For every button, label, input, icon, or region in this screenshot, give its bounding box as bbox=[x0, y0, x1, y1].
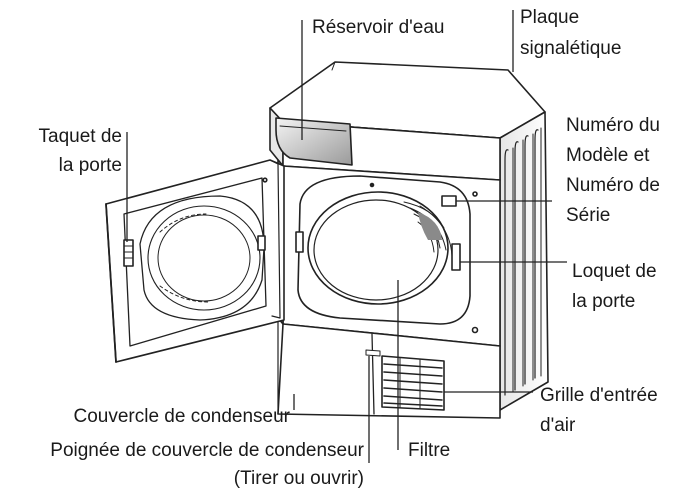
label-air-grille-line2: d'air bbox=[540, 415, 576, 436]
leader-lines bbox=[126, 10, 567, 463]
label-door-catch-line2: la porte bbox=[58, 155, 122, 176]
label-model-serial-line4: Série bbox=[566, 205, 611, 226]
label-condenser-cover: Couvercle de condenseur bbox=[73, 406, 290, 427]
label-model-serial-line3: Numéro de bbox=[566, 175, 660, 196]
label-condenser-handle-line1: Poignée de couvercle de condenseur bbox=[50, 440, 364, 461]
label-rating-plate-line1: Plaque bbox=[520, 7, 580, 28]
label-door-latch-line1: Loquet de bbox=[572, 261, 657, 282]
open-door bbox=[105, 159, 285, 363]
label-door-catch-line1: Taquet de bbox=[38, 126, 122, 147]
label-condenser-handle-line2: (Tirer ou ouvrir) bbox=[233, 468, 364, 489]
label-air-grille-line1: Grille d'entrée bbox=[540, 385, 658, 406]
air-intake-grille bbox=[381, 355, 445, 411]
label-filter: Filtre bbox=[408, 440, 451, 461]
label-water-tank: Réservoir d'eau bbox=[312, 17, 445, 38]
label-model-serial-line1: Numéro du bbox=[566, 115, 660, 136]
label-model-serial-line2: Modèle et bbox=[566, 145, 650, 166]
label-door-latch-line2: la porte bbox=[572, 291, 636, 312]
label-rating-plate-line2: signalétique bbox=[520, 38, 622, 59]
